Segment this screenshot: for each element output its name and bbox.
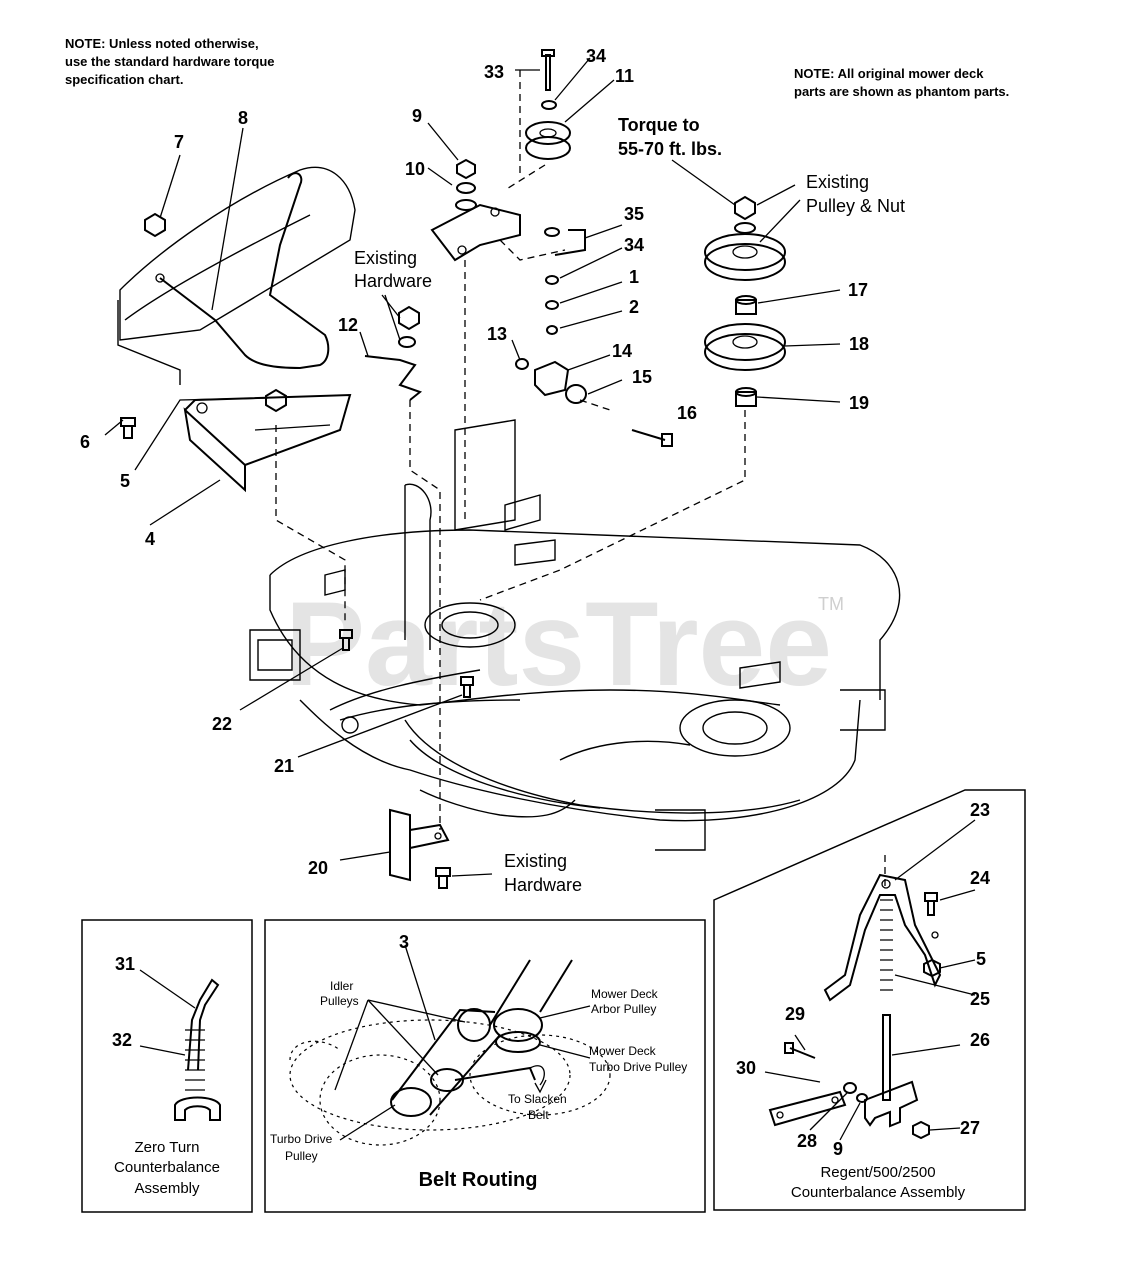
note-hardware-torque: NOTE: Unless noted otherwise, use the st… xyxy=(65,36,275,87)
svg-text:7: 7 xyxy=(174,132,184,152)
deflector-shield-phantom xyxy=(117,166,356,385)
svg-text:33: 33 xyxy=(484,62,504,82)
svg-text:Pulley & Nut: Pulley & Nut xyxy=(806,196,905,216)
svg-text:10: 10 xyxy=(405,159,425,179)
svg-text:To Slacken: To Slacken xyxy=(508,1092,567,1106)
idler-pulley xyxy=(525,49,571,160)
svg-text:31: 31 xyxy=(115,954,135,974)
deck-pulley-stack xyxy=(704,195,786,407)
svg-text:Turbo Drive Pulley: Turbo Drive Pulley xyxy=(589,1060,687,1074)
hex-nut-icon xyxy=(144,212,166,238)
svg-text:17: 17 xyxy=(848,280,868,300)
svg-text:Existing: Existing xyxy=(806,172,869,192)
svg-text:15: 15 xyxy=(632,367,652,387)
svg-text:35: 35 xyxy=(624,204,644,224)
idler-arm-bracket xyxy=(430,158,521,262)
watermark: PartsTree TM xyxy=(285,577,844,711)
svg-text:28: 28 xyxy=(797,1131,817,1151)
svg-text:1: 1 xyxy=(629,267,639,287)
svg-text:11: 11 xyxy=(615,66,634,86)
note-phantom-parts: NOTE: All original mower deck parts are … xyxy=(794,66,1009,99)
deflector-bracket xyxy=(183,393,352,493)
svg-text:27: 27 xyxy=(960,1118,980,1138)
svg-text:Existing: Existing xyxy=(504,851,567,871)
bolt-icon xyxy=(120,417,136,439)
hardware-stack xyxy=(544,227,586,335)
svg-text:14: 14 xyxy=(612,341,632,361)
assembly-lines xyxy=(275,70,886,890)
belt-routing-panel: 3 Idler Pulleys Mower Deck Arbor Pulley … xyxy=(264,919,706,1213)
svg-text:Assembly: Assembly xyxy=(134,1180,200,1197)
leader-lines xyxy=(104,57,841,877)
svg-text:8: 8 xyxy=(238,108,248,128)
label-existing-hardware-bottom: Existing Hardware xyxy=(504,851,582,895)
svg-text:Regent/500/2500: Regent/500/2500 xyxy=(820,1164,935,1181)
svg-text:18: 18 xyxy=(849,334,869,354)
bolt-icon xyxy=(339,629,353,651)
svg-text:Pulleys: Pulleys xyxy=(320,994,359,1008)
bolt-icon xyxy=(460,676,474,698)
svg-text:5: 5 xyxy=(120,471,130,491)
svg-text:Torque to: Torque to xyxy=(618,115,700,135)
svg-text:PartsTree: PartsTree xyxy=(285,577,832,711)
svg-text:16: 16 xyxy=(677,403,697,423)
svg-text:32: 32 xyxy=(112,1030,132,1050)
svg-text:Turbo Drive: Turbo Drive xyxy=(270,1132,333,1146)
svg-text:Counterbalance Assembly: Counterbalance Assembly xyxy=(791,1184,966,1201)
idler-pivot-hardware xyxy=(515,358,673,447)
label-existing-pulley-nut: Existing Pulley & Nut xyxy=(806,172,905,216)
idler-spring-rod xyxy=(364,305,423,401)
svg-text:Mower Deck: Mower Deck xyxy=(591,987,659,1001)
svg-text:9: 9 xyxy=(833,1139,843,1159)
svg-text:Zero Turn: Zero Turn xyxy=(134,1139,199,1156)
svg-text:Belt: Belt xyxy=(528,1108,549,1122)
svg-text:Hardware: Hardware xyxy=(354,271,432,291)
svg-text:55-70 ft. lbs.: 55-70 ft. lbs. xyxy=(618,139,722,159)
svg-text:9: 9 xyxy=(412,106,422,126)
svg-text:Idler: Idler xyxy=(330,979,353,993)
svg-text:Mower Deck: Mower Deck xyxy=(589,1044,657,1058)
svg-text:34: 34 xyxy=(586,46,606,66)
zero-turn-panel: 31 32 Zero Turn Counterbalance Assembly xyxy=(81,919,253,1213)
svg-text:22: 22 xyxy=(212,714,232,734)
svg-text:4: 4 xyxy=(145,529,155,549)
svg-text:12: 12 xyxy=(338,315,358,335)
svg-text:2: 2 xyxy=(629,297,639,317)
svg-text:NOTE: All original mower deck: NOTE: All original mower deck xyxy=(794,66,984,81)
callout-numbers: 33 34 11 9 10 7 8 6 5 4 35 34 1 2 13 14 … xyxy=(80,46,869,878)
svg-text:25: 25 xyxy=(970,989,990,1009)
regent-counterbalance-panel: 23 24 5 25 26 27 29 30 28 9 Regent/500/2… xyxy=(713,789,1026,1211)
svg-text:13: 13 xyxy=(487,324,507,344)
svg-text:30: 30 xyxy=(736,1058,756,1078)
svg-text:Pulley: Pulley xyxy=(285,1149,318,1163)
svg-text:19: 19 xyxy=(849,393,869,413)
torque-note: Torque to 55-70 ft. lbs. xyxy=(618,115,722,159)
svg-text:21: 21 xyxy=(274,756,294,776)
svg-text:5: 5 xyxy=(976,949,986,969)
svg-text:23: 23 xyxy=(970,800,990,820)
svg-text:TM: TM xyxy=(818,594,844,614)
svg-text:NOTE: Unless noted otherwise,: NOTE: Unless noted otherwise, xyxy=(65,36,259,51)
svg-text:Belt Routing: Belt Routing xyxy=(419,1169,538,1191)
svg-text:20: 20 xyxy=(308,858,328,878)
svg-text:24: 24 xyxy=(970,868,990,888)
svg-text:parts are shown as phantom par: parts are shown as phantom parts. xyxy=(794,84,1009,99)
hex-nut-icon xyxy=(265,388,287,413)
svg-text:Counterbalance: Counterbalance xyxy=(114,1159,220,1176)
svg-text:29: 29 xyxy=(785,1004,805,1024)
svg-text:3: 3 xyxy=(399,932,409,952)
svg-text:26: 26 xyxy=(970,1030,990,1050)
label-existing-hardware-top: Existing Hardware xyxy=(354,248,432,291)
deflector-rod xyxy=(155,172,330,370)
svg-text:specification chart.: specification chart. xyxy=(65,72,183,87)
lower-bracket xyxy=(389,808,451,889)
svg-text:Hardware: Hardware xyxy=(504,875,582,895)
svg-text:Existing: Existing xyxy=(354,248,417,268)
svg-text:34: 34 xyxy=(624,235,644,255)
svg-text:Arbor Pulley: Arbor Pulley xyxy=(591,1002,656,1016)
svg-text:6: 6 xyxy=(80,432,90,452)
svg-text:use the standard hardware torq: use the standard hardware torque xyxy=(65,54,275,69)
